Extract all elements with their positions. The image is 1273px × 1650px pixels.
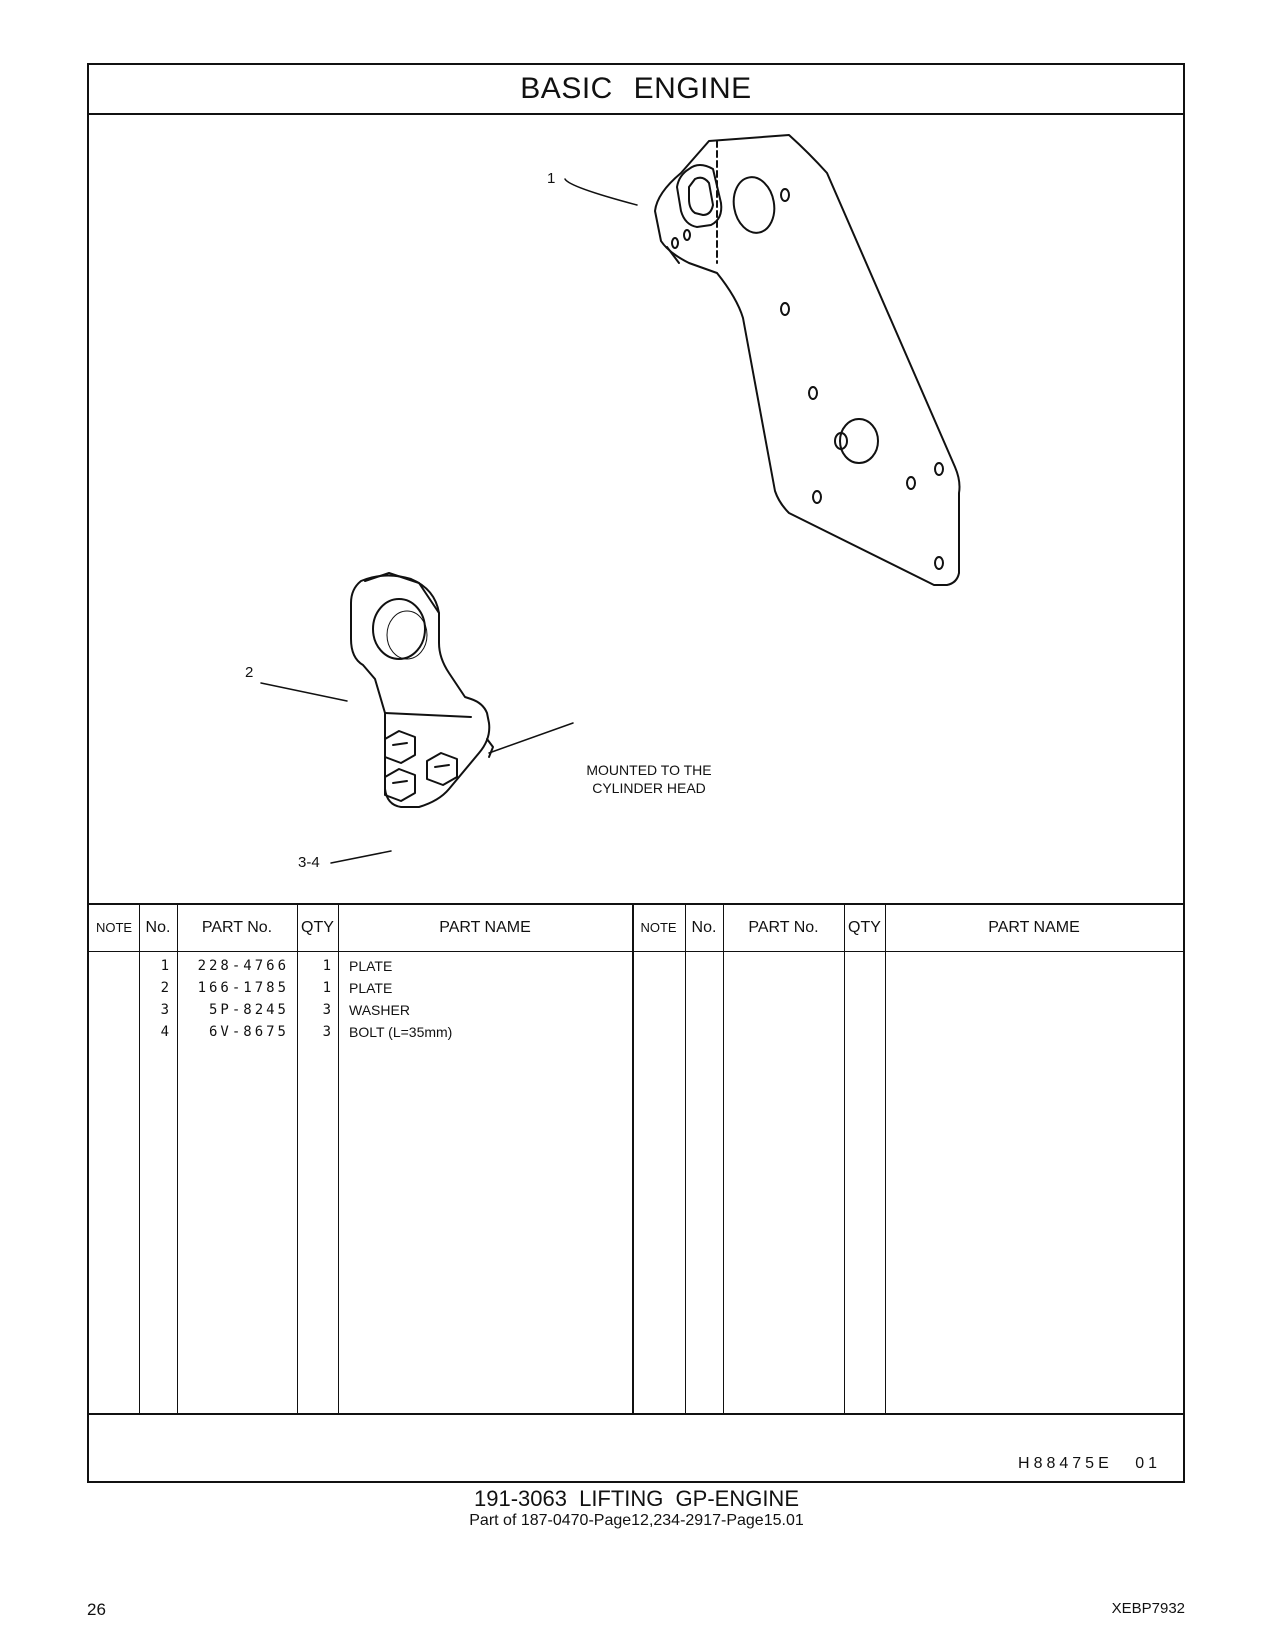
mount-note-line-1: MOUNTED TO THE [586, 762, 711, 778]
leader-line-3-4 [330, 850, 392, 864]
callout-3-4: 3-4 [298, 854, 320, 871]
col-divider [338, 905, 339, 1413]
part-row-1-part-no: 228-4766 [197, 958, 289, 974]
part-row-3-no: 3 [160, 1002, 169, 1018]
header-part-name-left: PART NAME [439, 919, 531, 936]
part-row-1-name: PLATE [349, 958, 393, 974]
callout-2: 2 [245, 664, 253, 681]
header-rule [89, 951, 1183, 952]
part-row-3-part-no: 5P-8245 [208, 1002, 289, 1018]
mount-note-line-2: CYLINDER HEAD [592, 780, 706, 796]
header-part-no-right: PART No. [748, 919, 819, 936]
header-part-name-right: PART NAME [988, 919, 1080, 936]
group-subtitle: Part of 187-0470-Page12,234-2917-Page15.… [469, 1512, 804, 1529]
col-divider [685, 905, 686, 1413]
col-divider-center [632, 905, 634, 1413]
illustration-reference: H88475E 01 [1018, 1455, 1161, 1472]
plate-part-1 [654, 134, 961, 586]
header-note-left: NOTE [95, 920, 133, 935]
part-row-2-part-no: 166-1785 [197, 980, 289, 996]
group-title: 191-3063 LIFTING GP-ENGINE [474, 1486, 799, 1511]
parts-page-frame: BASIC ENGINE [87, 63, 1185, 1483]
part-row-1-no: 1 [160, 958, 169, 974]
part-row-4-name: BOLT (L=35mm) [349, 1024, 453, 1040]
col-divider [139, 905, 140, 1413]
bolt-head-upper [384, 730, 416, 764]
exploded-view-drawing: 1 2 3-4 MOUNTED TO THE CYLINDER HEAD [89, 113, 1183, 903]
part-row-4-qty: 3 [322, 1024, 331, 1040]
col-divider [723, 905, 724, 1413]
header-qty-left: QTY [301, 919, 334, 936]
section-title: BASIC ENGINE [89, 65, 1183, 115]
group-caption: 191-3063 LIFTING GP-ENGINE Part of 187-0… [0, 1486, 1273, 1530]
header-no-left: No. [145, 919, 171, 936]
col-divider [297, 905, 298, 1413]
col-divider [177, 905, 178, 1413]
part-row-1-qty: 1 [322, 958, 331, 974]
part-row-2-name: PLATE [349, 980, 393, 996]
part-row-2-no: 2 [160, 980, 169, 996]
leader-line-1 [564, 178, 638, 206]
document-id: XEBP7932 [1111, 1600, 1185, 1617]
part-row-2-qty: 1 [322, 980, 331, 996]
drawing-svg: 1 2 3-4 MOUNTED TO THE CYLINDER HEAD [245, 134, 961, 871]
header-note-right: NOTE [640, 920, 677, 935]
col-divider [844, 905, 845, 1413]
part-row-3-qty: 3 [322, 1002, 331, 1018]
part-row-4-no: 4 [160, 1024, 169, 1040]
bolt-head-right [426, 752, 458, 786]
header-qty-right: QTY [848, 919, 881, 936]
leader-line-2 [260, 682, 348, 702]
page-number: 26 [87, 1600, 106, 1619]
header-no-right: No. [691, 919, 717, 936]
header-part-no-left: PART No. [201, 919, 273, 936]
leader-line-mount-note [488, 722, 574, 754]
col-divider [885, 905, 886, 1413]
callout-1: 1 [547, 170, 555, 187]
bolt-head-lower [384, 768, 416, 802]
part-row-3-name: WASHER [349, 1002, 410, 1018]
part-row-4-part-no: 6V-8675 [208, 1024, 289, 1040]
lifting-bracket-part-2 [350, 572, 494, 808]
parts-list-table: NOTE No. PART No. QTY PART NAME NOTE No.… [89, 903, 1183, 1415]
